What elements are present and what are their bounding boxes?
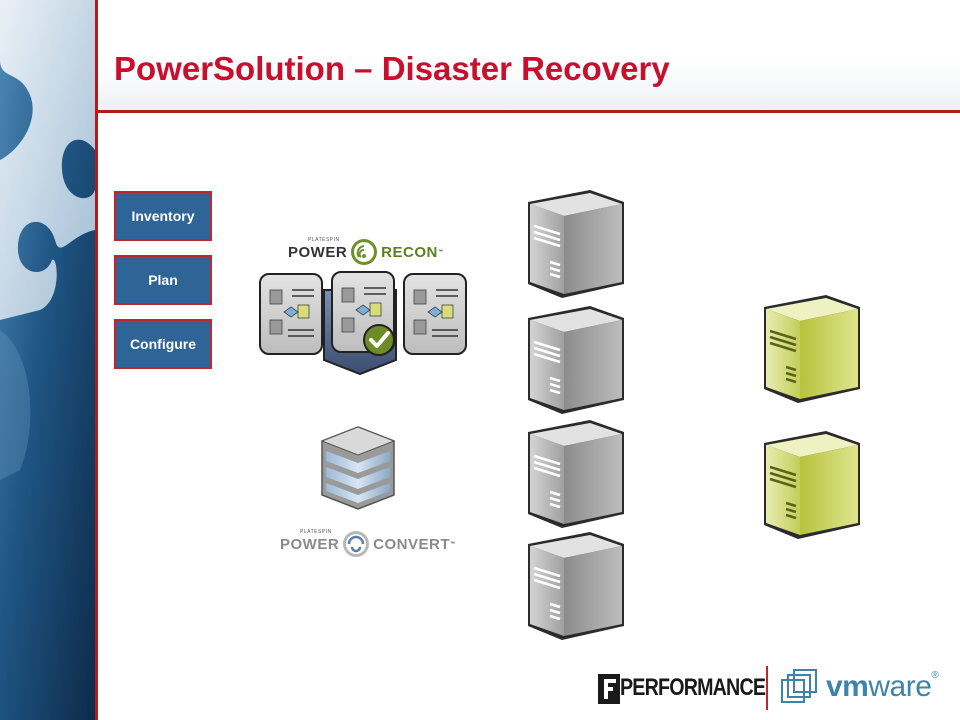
platespin-brand-small: PLATESPIN — [308, 237, 340, 243]
trademark-mark: ™ — [450, 541, 456, 547]
performance-f-icon — [598, 674, 620, 704]
convert-swirl-icon — [343, 531, 370, 557]
virtual-server — [762, 429, 862, 541]
power-convert-graphic — [320, 426, 396, 510]
footer-logos: PERFORMANCE vmware® — [598, 664, 948, 714]
physical-server — [526, 188, 626, 300]
power-recon-power-word: POWER — [288, 243, 348, 261]
page-title: PowerSolution – Disaster Recovery — [114, 50, 670, 87]
power-recon-graphic — [259, 271, 467, 376]
vmware-ware: ware — [868, 670, 932, 703]
power-recon-product-word: RECON — [381, 243, 438, 261]
power-recon-logo: PLATESPIN POWER RECON ™ — [288, 237, 443, 266]
physical-server — [526, 418, 626, 530]
virtual-server-column — [762, 293, 862, 541]
slide-header: PowerSolution – Disaster Recovery — [98, 0, 960, 110]
performance-logo-text: PERFORMANCE — [620, 674, 766, 701]
footer-divider — [766, 666, 768, 710]
power-convert-power-word: POWER — [280, 535, 340, 553]
decorative-side-band — [0, 0, 95, 720]
virtual-server — [762, 293, 862, 405]
vmware-vm: vm — [826, 670, 869, 703]
header-rule — [98, 110, 960, 113]
physical-server — [526, 304, 626, 416]
vmware-logo-text: vmware® — [826, 670, 939, 704]
trademark-mark: ™ — [437, 249, 443, 255]
power-convert-logo: PLATESPIN POWER CONVERT ™ — [280, 529, 456, 558]
recon-signal-icon — [351, 239, 378, 265]
power-convert-product-word: CONVERT — [373, 535, 451, 553]
registered-mark: ® — [931, 670, 939, 681]
step-button-inventory[interactable]: Inventory — [114, 191, 212, 241]
side-rule — [95, 0, 98, 720]
step-button-configure[interactable]: Configure — [114, 319, 212, 369]
physical-server — [526, 530, 626, 642]
step-button-plan[interactable]: Plan — [114, 255, 212, 305]
platespin-brand-small: PLATESPIN — [300, 529, 332, 535]
vmware-squares-icon — [781, 669, 817, 703]
physical-server-column — [526, 188, 626, 642]
